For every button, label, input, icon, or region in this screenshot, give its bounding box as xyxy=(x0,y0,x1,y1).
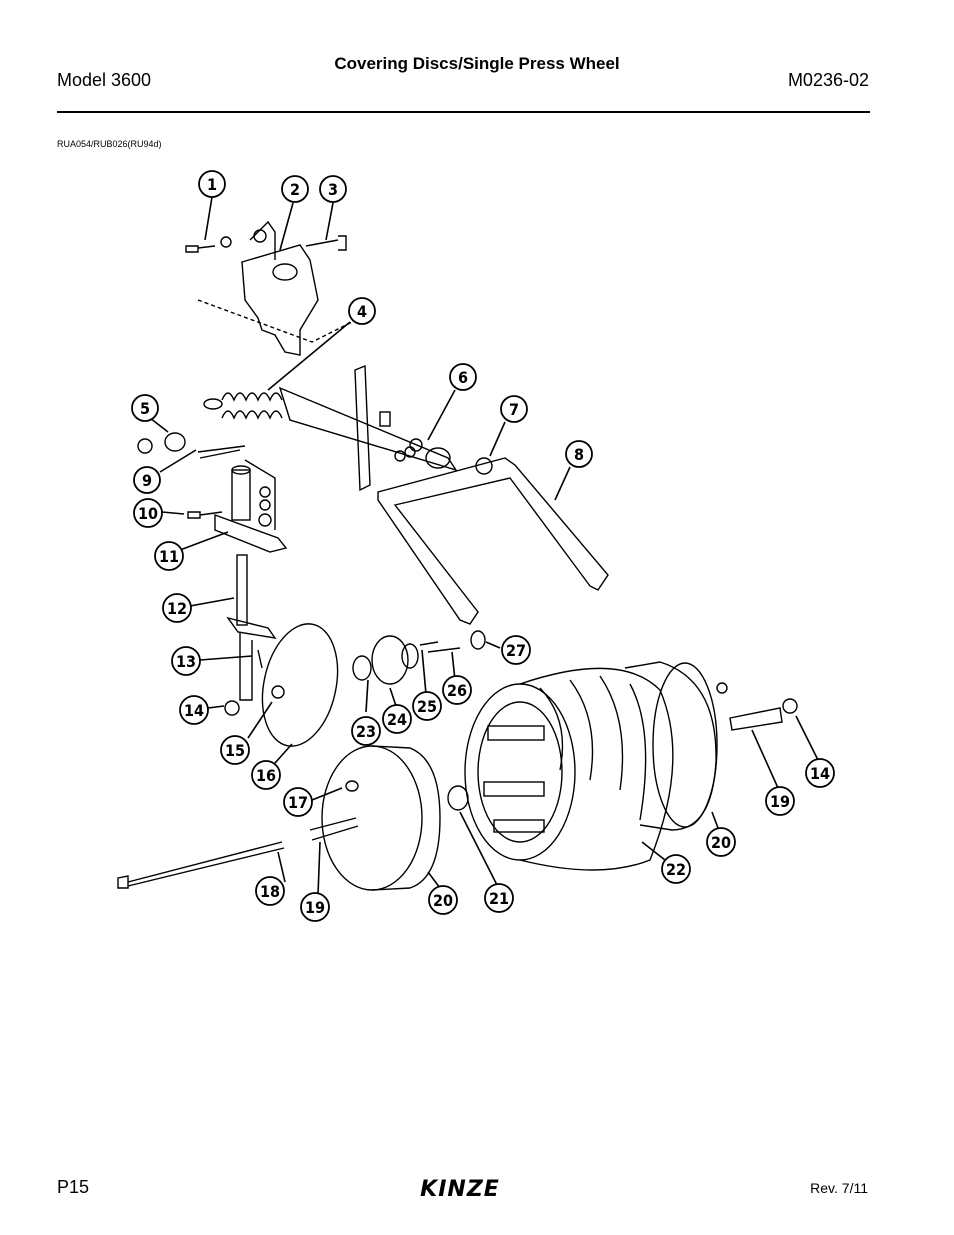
svg-text:20: 20 xyxy=(711,833,731,852)
svg-text:19: 19 xyxy=(305,898,325,917)
callout-23: 23 xyxy=(351,716,381,746)
svg-text:5: 5 xyxy=(140,399,150,418)
revision-label: Rev. 7/11 xyxy=(810,1180,868,1196)
svg-text:9: 9 xyxy=(142,471,152,490)
figure-reference: RUA054/RUB026(RU94d) xyxy=(57,139,162,149)
svg-text:16: 16 xyxy=(256,766,276,785)
callout-18: 18 xyxy=(255,876,285,906)
svg-text:8: 8 xyxy=(574,445,584,464)
svg-text:14: 14 xyxy=(810,764,830,783)
callout-labels: 1 2 3 4 5 6 7 8 9 10 11 12 13 14 15 16 1… xyxy=(131,170,835,922)
svg-text:24: 24 xyxy=(387,710,407,729)
svg-text:12: 12 xyxy=(167,599,187,618)
svg-text:21: 21 xyxy=(489,889,509,908)
callout-19: 19 xyxy=(300,892,330,922)
callout-16: 16 xyxy=(251,760,281,790)
callout-20-right: 20 xyxy=(706,827,736,857)
callout-10: 10 xyxy=(133,498,163,528)
svg-text:2: 2 xyxy=(290,180,300,199)
callout-1: 1 xyxy=(198,170,226,198)
svg-text:13: 13 xyxy=(176,652,196,671)
kinze-logo: KINZE xyxy=(400,1173,522,1208)
svg-text:14: 14 xyxy=(184,701,204,720)
svg-text:10: 10 xyxy=(138,504,158,523)
svg-text:27: 27 xyxy=(506,641,526,660)
callout-11: 11 xyxy=(154,541,184,571)
header-rule xyxy=(57,111,870,113)
callout-12: 12 xyxy=(162,593,192,623)
callout-9: 9 xyxy=(133,466,161,494)
svg-text:19: 19 xyxy=(770,792,790,811)
page-number: P15 xyxy=(57,1177,90,1197)
svg-text:22: 22 xyxy=(666,860,686,879)
callout-24: 24 xyxy=(382,704,412,734)
callout-17: 17 xyxy=(283,787,313,817)
callout-6: 6 xyxy=(449,363,477,391)
callout-25: 25 xyxy=(412,691,442,721)
svg-text:18: 18 xyxy=(260,882,280,901)
svg-text:6: 6 xyxy=(458,368,468,387)
model-label: Model 3600 xyxy=(57,70,152,90)
svg-text:KINZE: KINZE xyxy=(420,1177,500,1202)
callout-15: 15 xyxy=(220,735,250,765)
callout-2: 2 xyxy=(281,175,309,203)
callout-20: 20 xyxy=(428,885,458,915)
svg-text:23: 23 xyxy=(356,722,376,741)
callout-19-right: 19 xyxy=(765,786,795,816)
kinze-logo-graphic: KINZE xyxy=(420,1177,500,1202)
callout-21: 21 xyxy=(484,883,514,913)
svg-text:26: 26 xyxy=(447,681,467,700)
callout-14-right: 14 xyxy=(805,758,835,788)
callout-8: 8 xyxy=(565,440,593,468)
callout-5: 5 xyxy=(131,394,159,422)
callout-26: 26 xyxy=(442,675,472,705)
svg-text:20: 20 xyxy=(433,891,453,910)
callout-4: 4 xyxy=(348,297,376,325)
manual-number: M0236-02 xyxy=(787,70,869,90)
page-title: Covering Discs/Single Press Wheel xyxy=(334,54,620,73)
svg-text:15: 15 xyxy=(225,741,245,760)
svg-text:25: 25 xyxy=(417,697,437,716)
callout-27: 27 xyxy=(501,635,531,665)
callout-7: 7 xyxy=(500,395,528,423)
svg-text:11: 11 xyxy=(159,547,179,566)
svg-text:4: 4 xyxy=(357,302,367,321)
drawing-parts xyxy=(117,220,798,891)
callout-22: 22 xyxy=(661,854,691,884)
svg-text:7: 7 xyxy=(509,400,519,419)
callout-3: 3 xyxy=(319,175,347,203)
callout-13: 13 xyxy=(171,646,201,676)
svg-text:17: 17 xyxy=(288,793,308,812)
callout-14: 14 xyxy=(179,695,209,725)
svg-text:3: 3 xyxy=(328,180,338,199)
svg-text:1: 1 xyxy=(207,175,217,194)
